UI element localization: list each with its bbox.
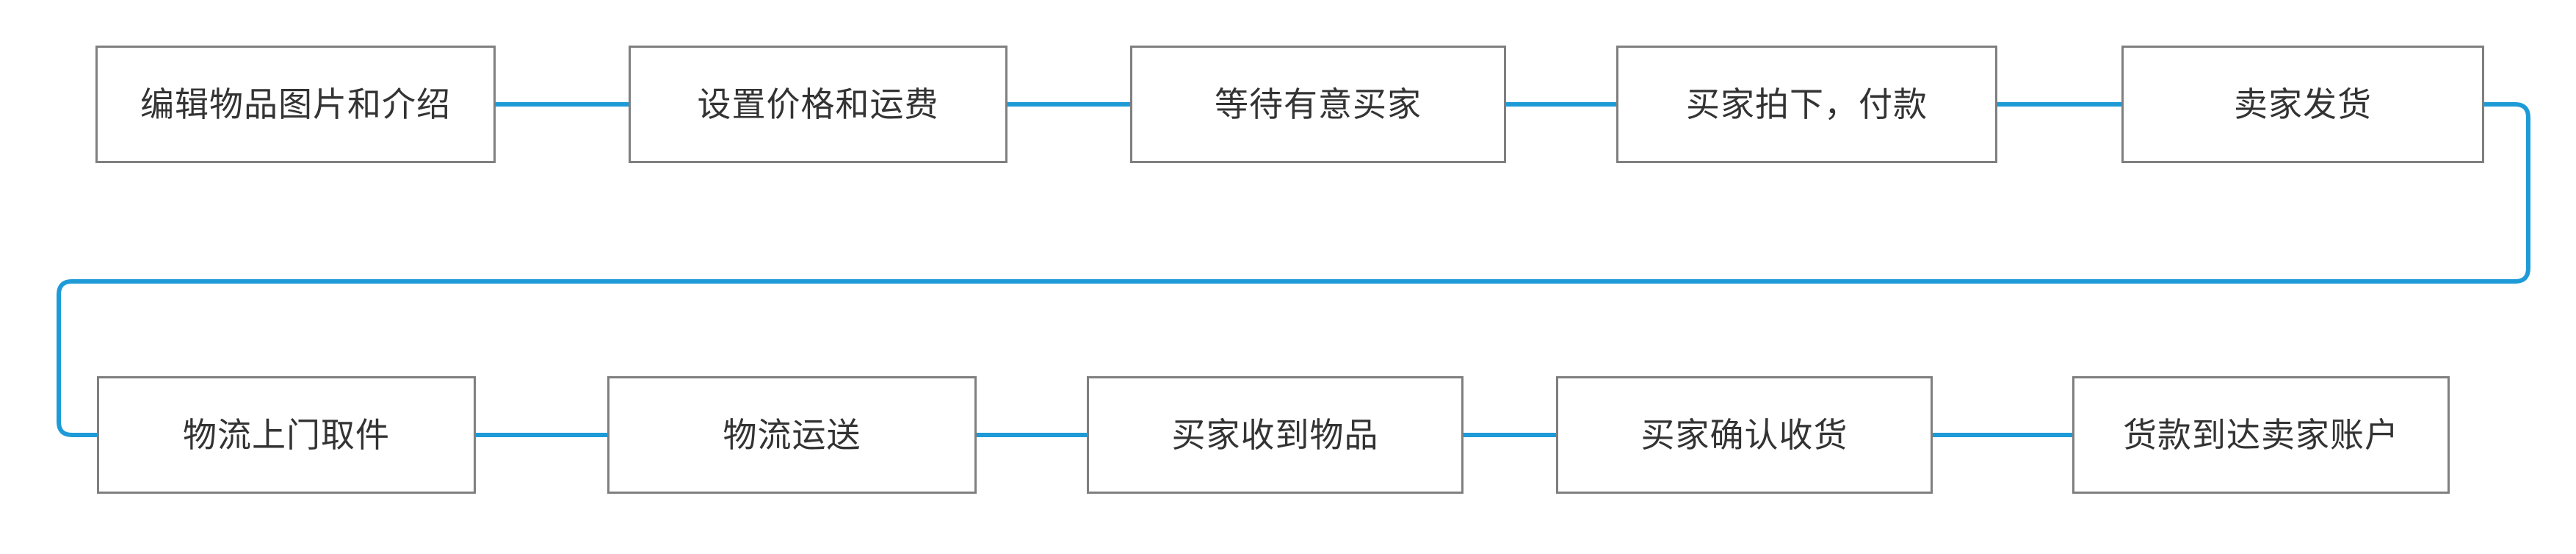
flow-step-label: 物流上门取件	[183, 416, 390, 454]
flow-step-label: 买家拍下，付款	[1686, 85, 1928, 123]
flow-step-label: 卖家发货	[2234, 85, 2372, 123]
flow-step-edit-item-info[interactable]: 编辑物品图片和介绍	[95, 46, 496, 163]
flow-step-logistics-pickup[interactable]: 物流上门取件	[97, 376, 476, 494]
flow-step-buyer-order-pay[interactable]: 买家拍下，付款	[1616, 46, 1997, 163]
flow-step-set-price-shipping[interactable]: 设置价格和运费	[629, 46, 1007, 163]
flow-step-wait-buyer[interactable]: 等待有意买家	[1130, 46, 1506, 163]
flow-step-buyer-confirm-receipt[interactable]: 买家确认收货	[1556, 376, 1933, 494]
flow-step-label: 等待有意买家	[1215, 85, 1422, 123]
flow-step-label: 设置价格和运费	[697, 85, 939, 123]
flow-step-seller-ship[interactable]: 卖家发货	[2121, 46, 2484, 163]
flow-step-buyer-receive-item[interactable]: 买家收到物品	[1087, 376, 1464, 494]
flow-step-label: 货款到达卖家账户	[2123, 416, 2399, 454]
flow-step-logistics-transport[interactable]: 物流运送	[607, 376, 977, 494]
flow-step-payment-to-seller[interactable]: 货款到达卖家账户	[2072, 376, 2450, 494]
flow-step-label: 编辑物品图片和介绍	[140, 85, 451, 123]
flow-step-label: 物流运送	[723, 416, 861, 454]
connector-row-wrap	[57, 102, 2530, 437]
flow-step-label: 买家确认收货	[1640, 416, 1848, 454]
flow-step-label: 买家收到物品	[1171, 416, 1379, 454]
